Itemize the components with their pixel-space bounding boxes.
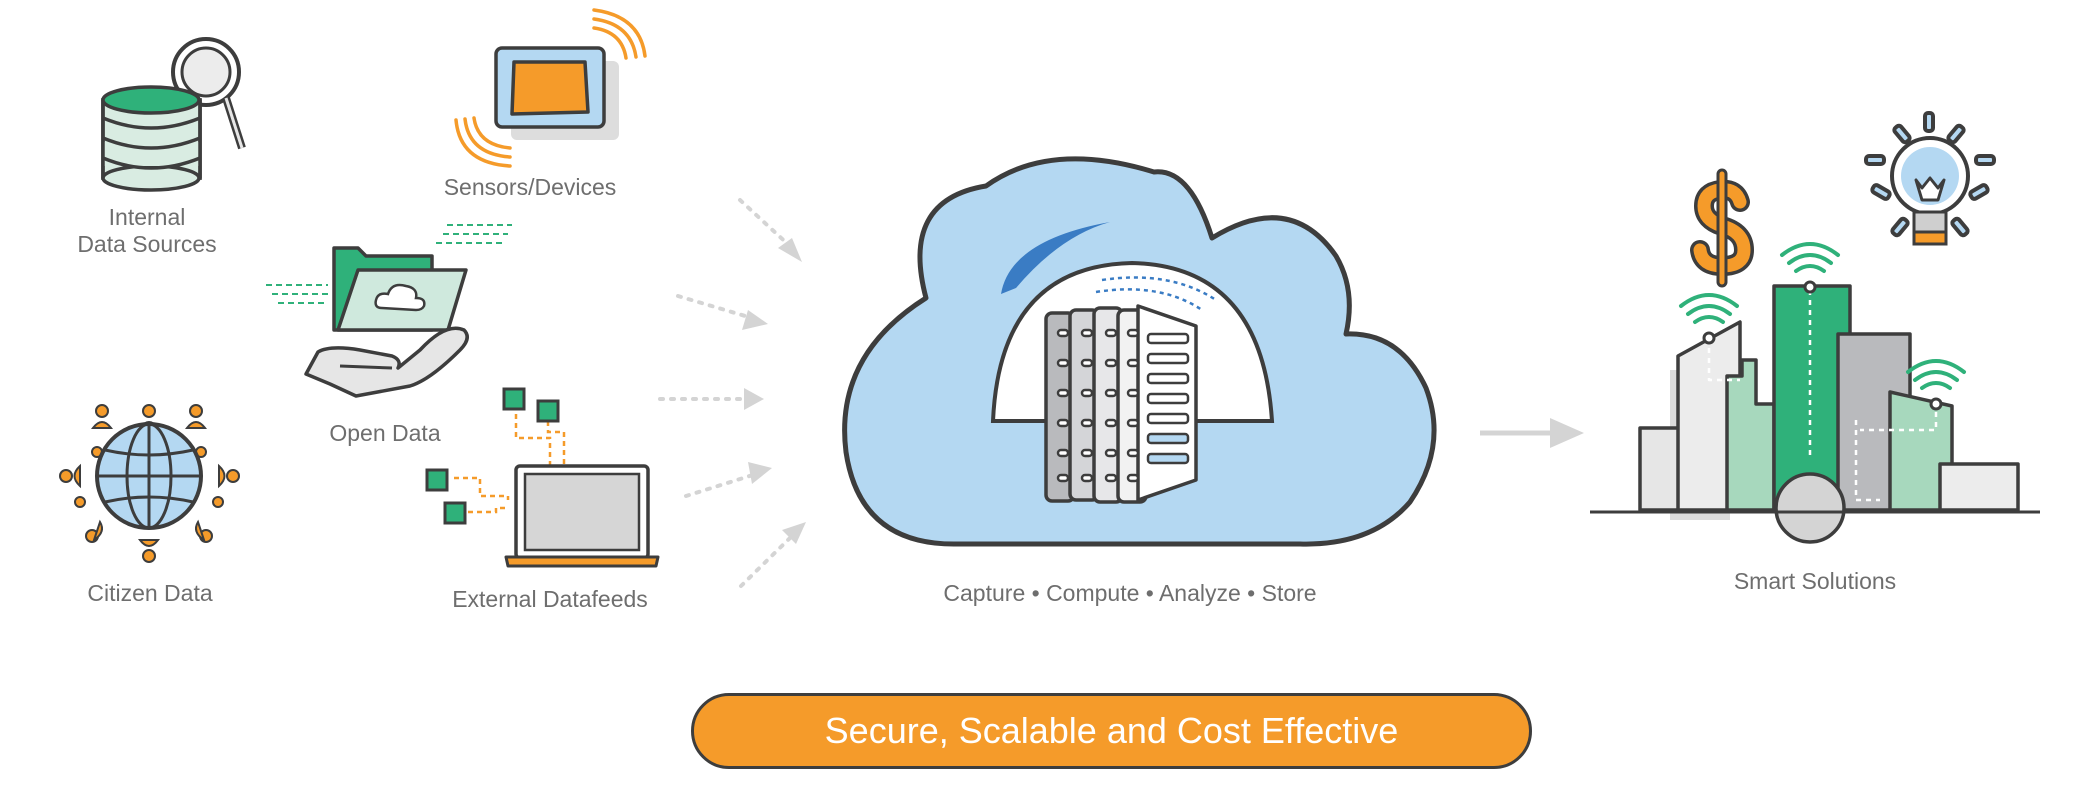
internal-data-sources-label: Internal Data Sources <box>77 204 217 257</box>
citizen-data-label: Citizen Data <box>87 580 213 606</box>
arrow-heads <box>742 238 806 544</box>
value-proposition-banner: Secure, Scalable and Cost Effective <box>691 693 1532 769</box>
server-rack-icon <box>1044 304 1198 504</box>
smart-solutions-label: Smart Solutions <box>1733 568 1897 594</box>
dollar-icon <box>1690 168 1755 288</box>
lightbulb-icon <box>1864 111 1996 246</box>
output-arrow <box>1480 418 1584 448</box>
external-datafeeds-label: External Datafeeds <box>452 586 648 612</box>
city-icon <box>1590 280 2040 544</box>
globe-icon <box>59 404 240 563</box>
cloud-caption: Capture • Compute • Analyze • Store <box>943 580 1317 606</box>
laptop-icon <box>425 387 660 568</box>
sensor-device-icon <box>454 8 647 168</box>
database-icon <box>101 85 202 192</box>
magnifier-icon <box>171 37 246 150</box>
open-data-label: Open Data <box>329 420 441 446</box>
hand-icon <box>304 326 469 398</box>
wifi-icon <box>1679 242 1966 390</box>
flow-arrows <box>658 198 794 588</box>
folder-cloud-icon <box>266 224 512 332</box>
sensors-devices-label: Sensors/Devices <box>443 174 617 200</box>
banner-text: Secure, Scalable and Cost Effective <box>824 710 1399 751</box>
